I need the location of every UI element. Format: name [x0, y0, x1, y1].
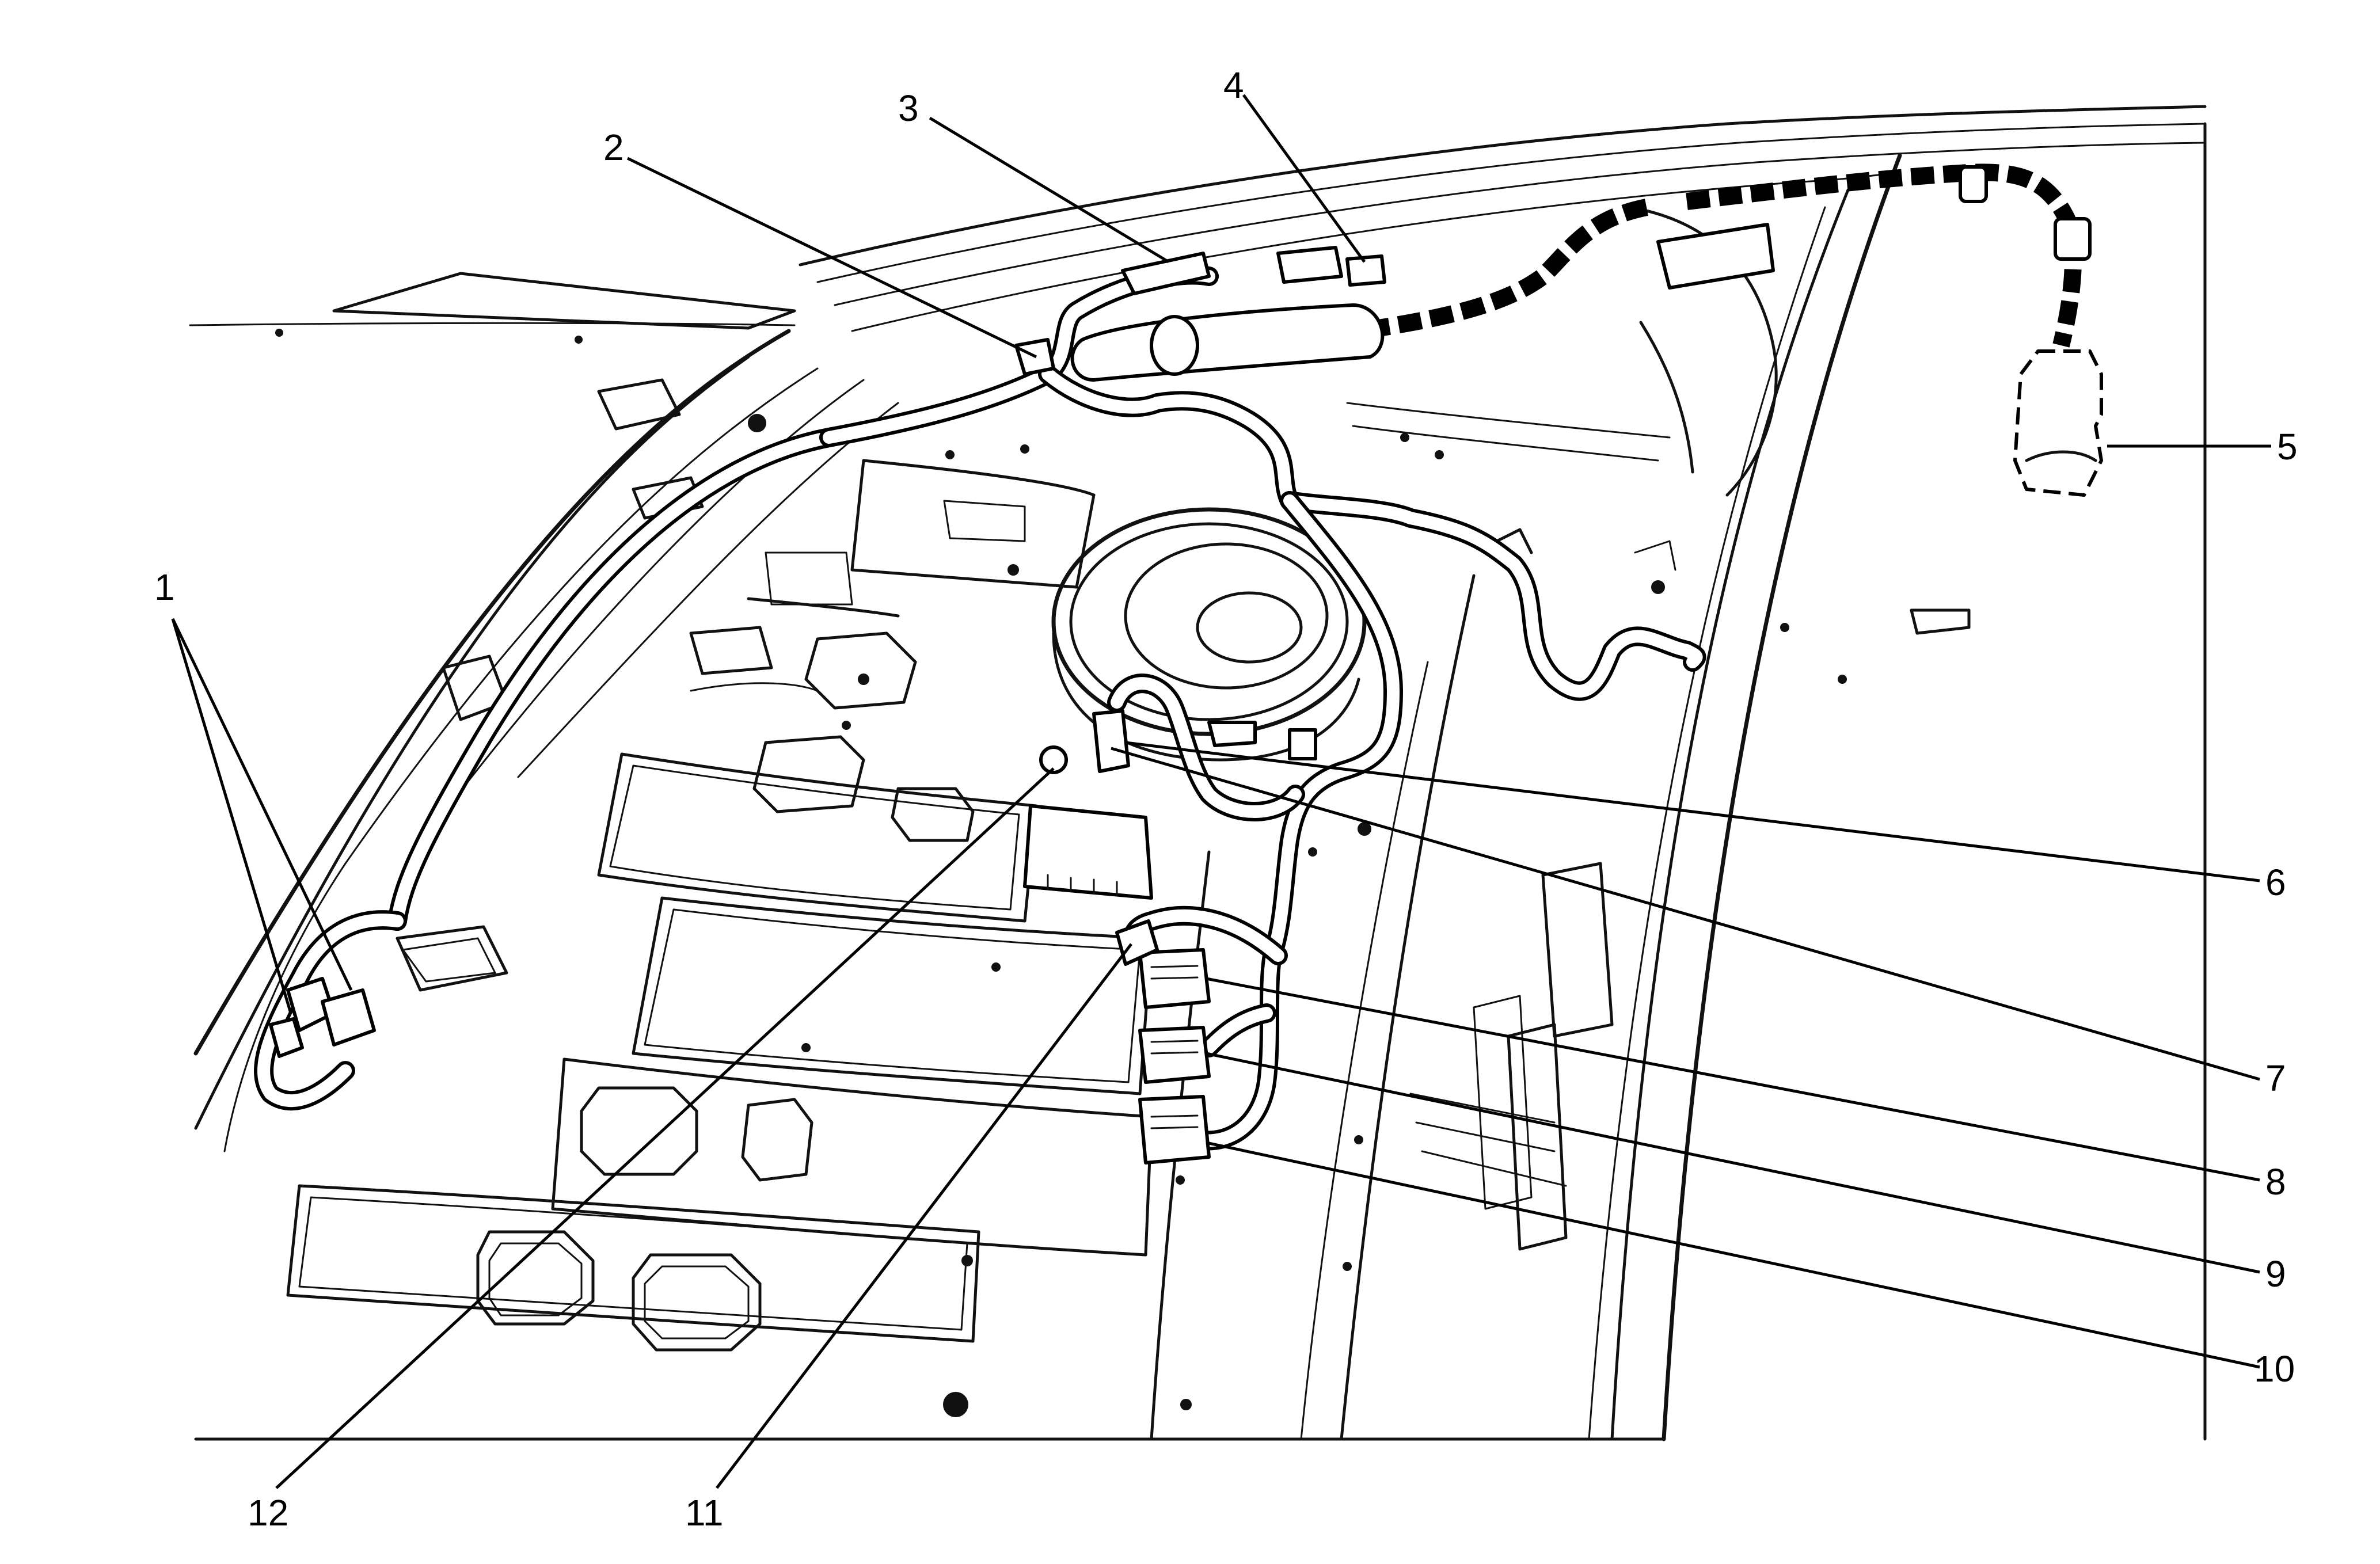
connector-8	[1138, 948, 1211, 1009]
callout-2: 2	[603, 127, 624, 168]
callout-10: 10	[2254, 1348, 2295, 1390]
connector-6-7	[1092, 709, 1317, 773]
connector-5	[1959, 165, 2103, 497]
callout-5: 5	[2277, 426, 2298, 467]
connector-9	[1138, 1026, 1211, 1084]
leader-10	[1206, 1141, 2260, 1369]
leader-lines	[171, 94, 2271, 1489]
callout-3: 3	[898, 87, 919, 129]
leader-8	[1206, 977, 2260, 1182]
wiring-harness	[254, 163, 2082, 1151]
clip-4	[1276, 246, 1386, 287]
leader-4	[1242, 94, 1366, 263]
connector-1	[269, 977, 376, 1058]
connector-10	[1138, 1095, 1211, 1165]
leader-7	[1111, 747, 2260, 1081]
leader-3	[929, 116, 1170, 264]
callout-7: 7	[2265, 1057, 2286, 1099]
callout-9: 9	[2265, 1253, 2286, 1295]
body-structure	[189, 105, 2207, 1441]
leader-1b	[171, 618, 353, 991]
leader-6	[1125, 741, 2260, 882]
speaker	[1051, 507, 1367, 762]
callout-12: 12	[248, 1492, 288, 1533]
callout-6: 6	[2265, 862, 2286, 903]
callout-labels: 1 2 3 4 5 6 7 8 9 10 11 12	[154, 64, 2298, 1533]
leader-12	[275, 767, 1055, 1489]
clip-3	[1121, 252, 1211, 295]
callout-4: 4	[1223, 64, 1244, 106]
leader-2	[626, 157, 1037, 359]
components	[269, 165, 2103, 1165]
module-12	[1023, 745, 1153, 900]
callout-1: 1	[154, 566, 175, 608]
callout-8: 8	[2265, 1161, 2286, 1203]
leader-1a	[171, 618, 292, 1014]
leader-11	[716, 943, 1132, 1489]
callout-11: 11	[685, 1492, 723, 1533]
leader-9	[1206, 1052, 2260, 1274]
